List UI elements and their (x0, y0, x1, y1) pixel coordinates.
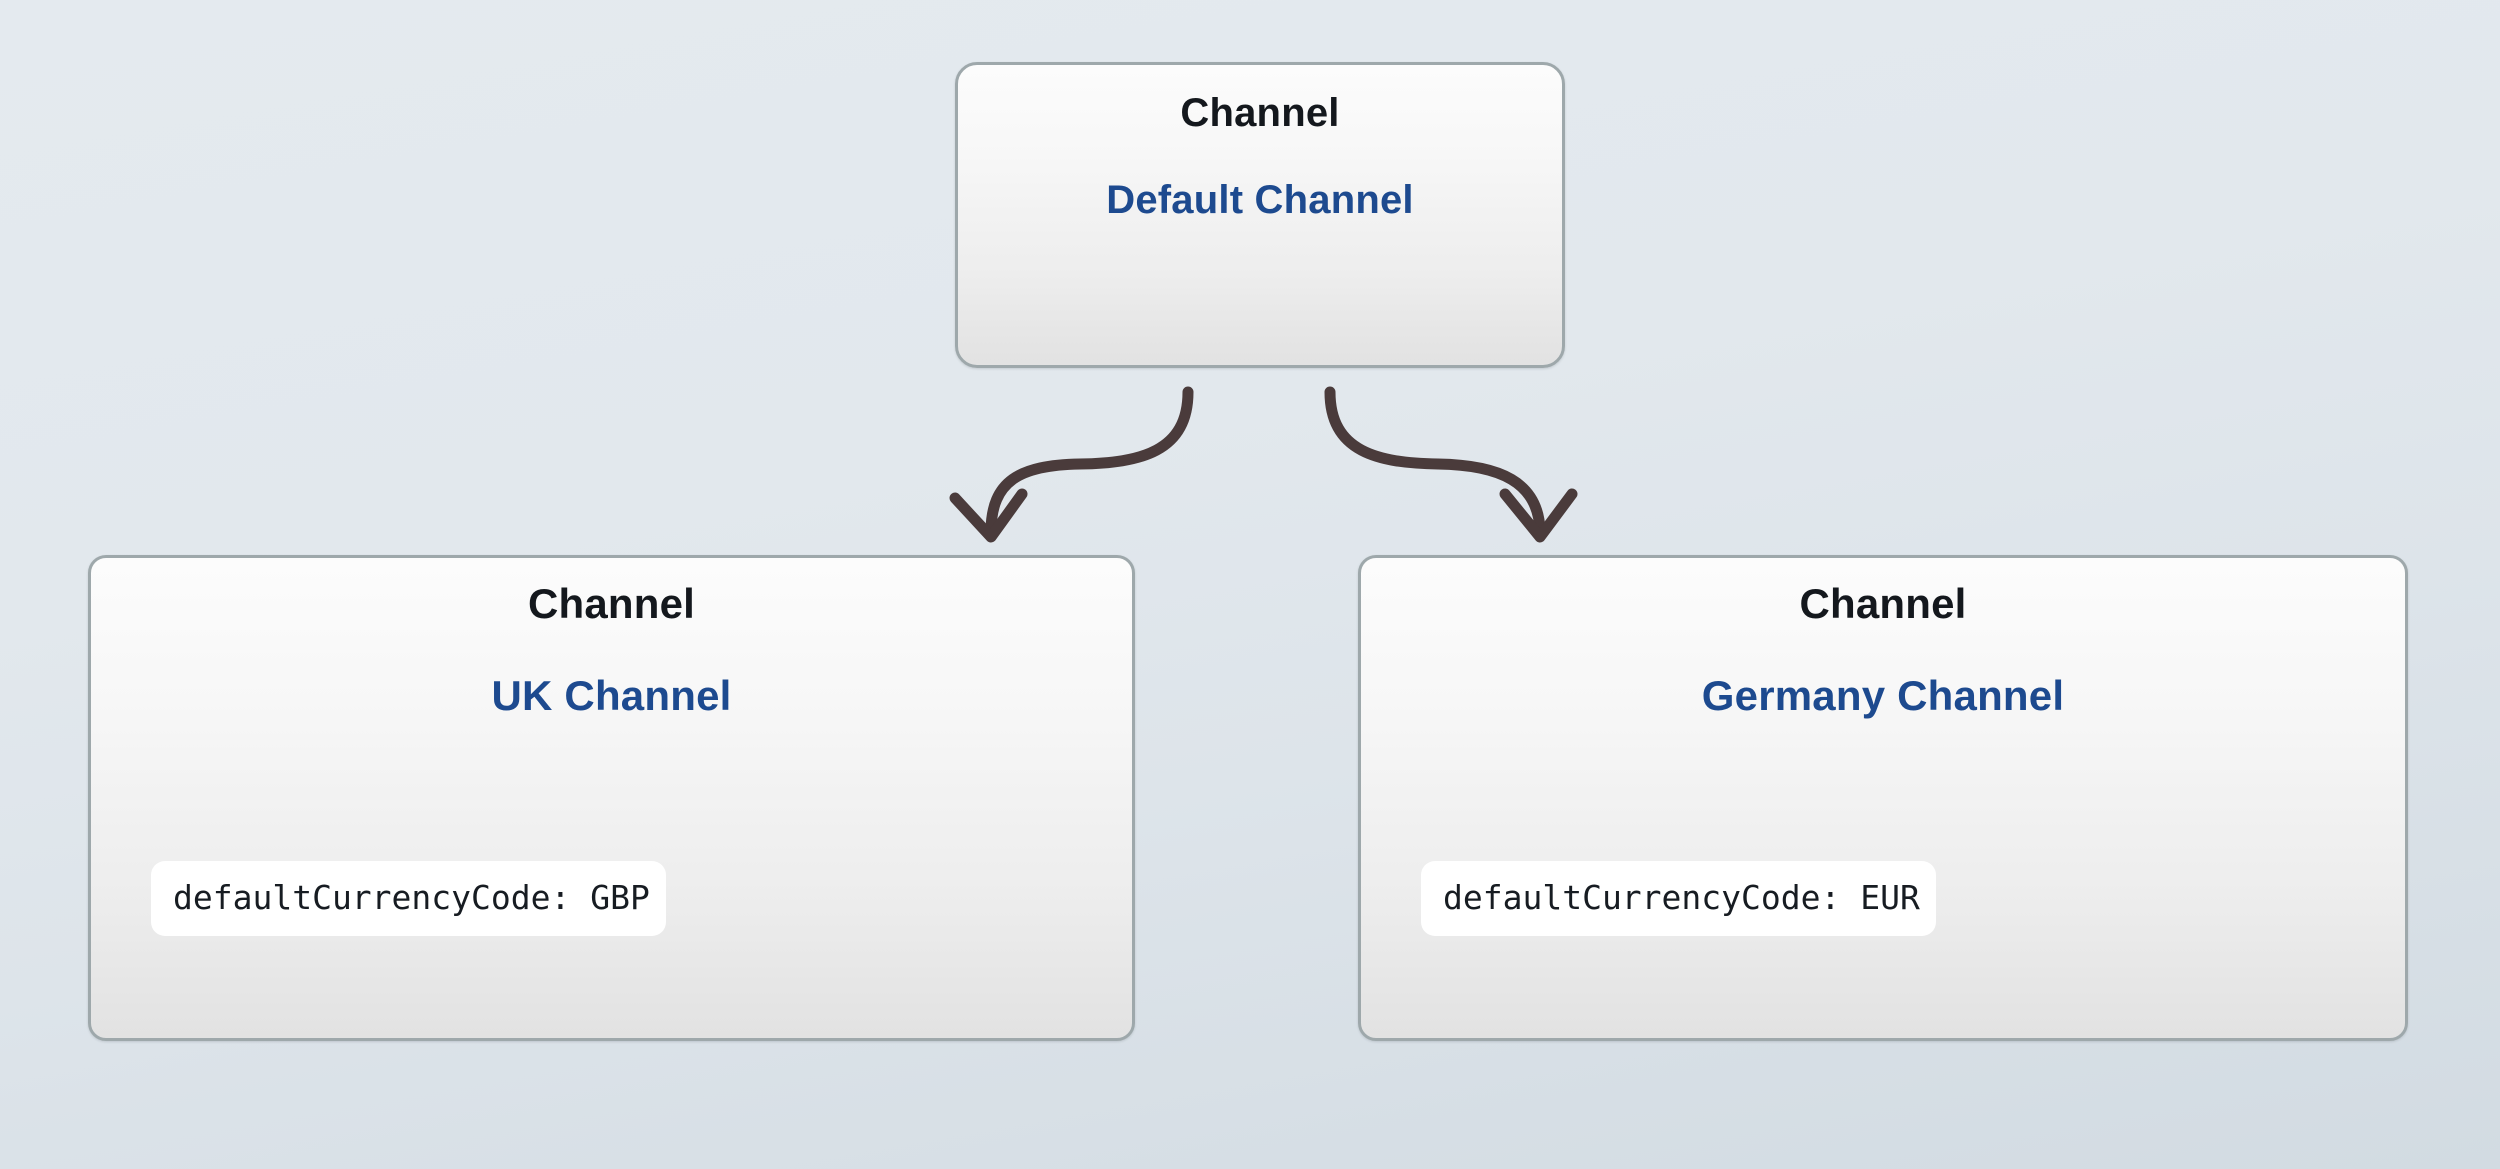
edge-root-to-uk-line (985, 386, 1194, 536)
property-list: defaultCurrencyCode: EUR (1421, 861, 2345, 936)
node-type-label: Channel (527, 580, 696, 627)
edge-root-to-uk (949, 386, 1194, 543)
node-name-label: Default Channel (1106, 178, 1414, 222)
node-card-uk-channel[interactable]: Channel UK Channel defaultCurrencyCode: … (88, 555, 1135, 1041)
node-card-germany-channel[interactable]: Channel Germany Channel defaultCurrencyC… (1358, 555, 2408, 1041)
edge-root-to-germany-arrowhead (1499, 488, 1578, 543)
node-type-label: Channel (1180, 91, 1340, 135)
property-list: defaultCurrencyCode: GBP (151, 861, 1072, 936)
edge-root-to-germany (1324, 386, 1578, 543)
property-pill: defaultCurrencyCode: GBP (151, 861, 666, 936)
property-pill: defaultCurrencyCode: EUR (1421, 861, 1936, 936)
node-name-label: Germany Channel (1701, 672, 2065, 719)
node-type-label: Channel (1799, 580, 1967, 627)
edge-root-to-uk-arrowhead (949, 488, 1028, 543)
node-card-default-channel[interactable]: Channel Default Channel (955, 62, 1565, 368)
edge-root-to-germany-line (1324, 386, 1546, 536)
node-name-label: UK Channel (491, 672, 732, 719)
